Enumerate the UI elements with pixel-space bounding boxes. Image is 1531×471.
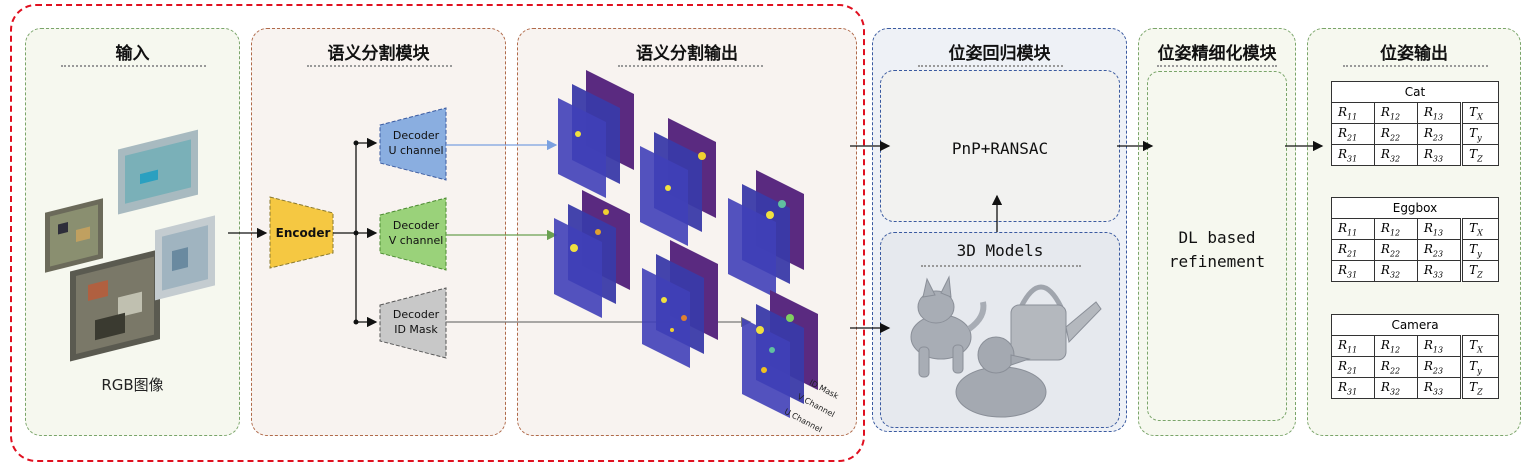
semantic-segmentation-region — [10, 4, 865, 462]
input-caption: RGB图像 — [101, 376, 164, 394]
matrix-cell: TX — [1460, 218, 1499, 240]
matrix-cell: R22 — [1373, 356, 1418, 378]
matrix-cell: R21 — [1331, 123, 1375, 145]
matrix-cell: R23 — [1416, 356, 1463, 378]
matrix-cell: R32 — [1373, 144, 1418, 166]
matrix-cell: R33 — [1416, 144, 1463, 166]
duck-model — [955, 336, 1047, 418]
decoder-v-label-2: V channel — [388, 234, 444, 247]
refinement-panel: 位姿精细化模块 DL based refinement — [1138, 28, 1296, 436]
pose-table-title: Eggbox — [1331, 197, 1499, 219]
pose-regression-title: 位姿回归模块 — [948, 44, 1051, 64]
matrix-cell: R31 — [1331, 144, 1375, 166]
dl-refinement-box: DL based refinement — [1147, 71, 1287, 421]
stack-3 — [728, 170, 804, 298]
matrix-cell: TZ — [1460, 144, 1499, 166]
matrix-cell: R13 — [1416, 102, 1463, 124]
input-title: 输入 — [115, 44, 150, 64]
matrix-cell: R33 — [1416, 377, 1463, 399]
matrix-cell: R23 — [1416, 239, 1463, 261]
matrix-cell: R31 — [1331, 377, 1375, 399]
matrix-cell: Ty — [1460, 356, 1499, 378]
segmentation-module-title: 语义分割模块 — [327, 44, 430, 64]
decoder-id-label-2: ID Mask — [394, 323, 438, 336]
pose-output-title: 位姿输出 — [1380, 44, 1448, 64]
matrix-cell: R12 — [1373, 102, 1418, 124]
matrix-cell: TX — [1460, 102, 1499, 124]
matrix-cell: R32 — [1373, 260, 1418, 282]
matrix-cell: R13 — [1416, 335, 1463, 357]
watering-can-model — [1010, 284, 1102, 361]
matrix-cell: R13 — [1416, 218, 1463, 240]
matrix-cell: R22 — [1373, 239, 1418, 261]
matrix-cell: R11 — [1331, 335, 1375, 357]
decoder-u-label-2: U channel — [388, 144, 444, 157]
matrix-cell: R11 — [1331, 218, 1375, 240]
matrix-cell: R12 — [1373, 335, 1418, 357]
matrix-cell: R23 — [1416, 123, 1463, 145]
matrix-cell: R21 — [1331, 356, 1375, 378]
matrix-cell: R32 — [1373, 377, 1418, 399]
matrix-cell: R12 — [1373, 218, 1418, 240]
pose-table-title: Cat — [1331, 81, 1499, 103]
refinement-line-1: DL based — [1178, 228, 1256, 247]
refinement-title: 位姿精细化模块 — [1157, 44, 1277, 64]
matrix-cell: TX — [1460, 335, 1499, 357]
rgb-images — [45, 129, 215, 362]
stack-1 — [558, 70, 634, 198]
matrix-cell: R31 — [1331, 260, 1375, 282]
matrix-cell: R11 — [1331, 102, 1375, 124]
decoder-v-label-1: Decoder — [392, 219, 440, 232]
pose-table-title: Camera — [1331, 314, 1499, 336]
stack-6 — [742, 290, 818, 418]
3d-model-renders — [910, 275, 1102, 418]
decoder-v-block — [379, 197, 447, 271]
matrix-cell: R33 — [1416, 260, 1463, 282]
matrix-cell: TZ — [1460, 377, 1499, 399]
pnp-ransac-label: PnP+RANSAC — [951, 139, 1049, 158]
matrix-cell: Ty — [1460, 239, 1499, 261]
stack-4 — [554, 190, 630, 318]
3d-models-box: 3D Models — [880, 232, 1120, 428]
decoder-id-label-1: Decoder — [392, 308, 440, 321]
decoder-u-block — [379, 107, 447, 181]
encoder-block — [269, 196, 334, 269]
refinement-line-2: refinement — [1168, 252, 1266, 271]
cat-model — [910, 275, 987, 378]
3d-models-label: 3D Models — [956, 241, 1044, 260]
matrix-cell: R22 — [1373, 123, 1418, 145]
input-panel: 输入 RGB图像 — [25, 28, 240, 436]
segmentation-output-title: 语义分割输出 — [636, 44, 738, 64]
encoder-label: Encoder — [275, 226, 331, 240]
stack-5 — [642, 240, 718, 368]
matrix-cell: TZ — [1460, 260, 1499, 282]
stack-2 — [640, 118, 716, 246]
decoder-u-label-1: Decoder — [392, 129, 440, 142]
matrix-cell: Ty — [1460, 123, 1499, 145]
matrix-cell: R21 — [1331, 239, 1375, 261]
seg-output-stacks — [554, 70, 818, 418]
decoder-id-block — [379, 287, 447, 359]
